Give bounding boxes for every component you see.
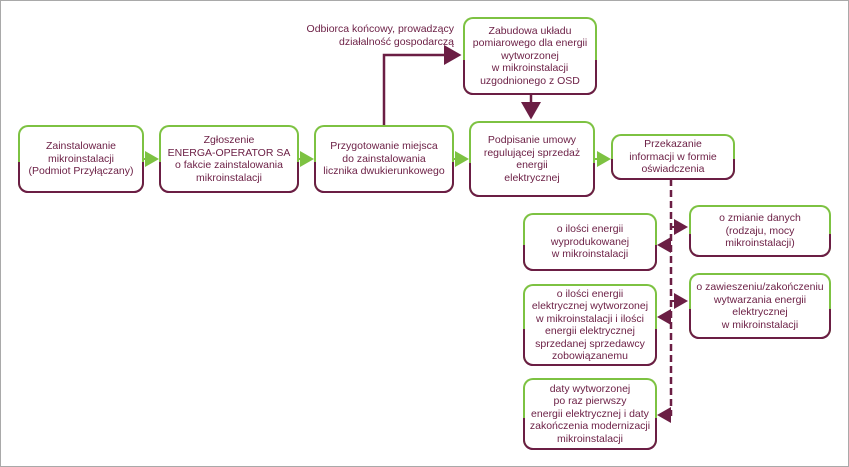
step-metering-label: Zabudowa układu pomiarowego dla energii … — [472, 24, 588, 87]
info-produced: o ilości energii wyprodukowanej w mikroi… — [523, 213, 657, 271]
info-suspend-label: o zawieszeniu/zakończeniu wytwarzania en… — [696, 281, 824, 331]
step-prepare-label: Przygotowanie miejsca do zainstalowania … — [323, 140, 445, 178]
info-change-label: o zmianie danych (rodzaju, mocy mikroins… — [719, 212, 801, 250]
info-sold: o ilości energii elektrycznej wytworzone… — [523, 284, 657, 366]
step-install-label: Zainstalowanie mikroinstalacji (Podmiot … — [28, 140, 134, 178]
arrow-3-top — [382, 45, 462, 125]
step-install: Zainstalowanie mikroinstalacji (Podmiot … — [18, 125, 144, 193]
note-label: Odbiorca końcowy, prowadzący działalność… — [306, 23, 454, 48]
info-change: o zmianie danych (rodzaju, mocy mikroins… — [689, 205, 831, 257]
step-declaration-label: Przekazanie informacji w formie oświadcz… — [629, 138, 717, 176]
step-notify: Zgłoszenie ENERGA-OPERATOR SA o fakcie z… — [159, 125, 299, 193]
info-dates: daty wytworzonej po raz pierwszy energii… — [523, 378, 657, 450]
info-dates-label: daty wytworzonej po raz pierwszy energii… — [529, 382, 651, 445]
step-prepare: Przygotowanie miejsca do zainstalowania … — [314, 125, 454, 193]
info-produced-label: o ilości energii wyprodukowanej w mikroi… — [550, 223, 630, 261]
step-declaration: Przekazanie informacji w formie oświadcz… — [611, 134, 735, 180]
step-contract-label: Podpisanie umowy regulującej sprzedaż en… — [483, 134, 581, 184]
info-sold-label: o ilości energii elektrycznej wytworzone… — [531, 287, 649, 363]
step-contract: Podpisanie umowy regulującej sprzedaż en… — [469, 121, 595, 197]
step-notify-label: Zgłoszenie ENERGA-OPERATOR SA o fakcie z… — [167, 134, 291, 184]
step-metering: Zabudowa układu pomiarowego dla energii … — [463, 17, 597, 95]
info-suspend: o zawieszeniu/zakończeniu wytwarzania en… — [689, 273, 831, 339]
